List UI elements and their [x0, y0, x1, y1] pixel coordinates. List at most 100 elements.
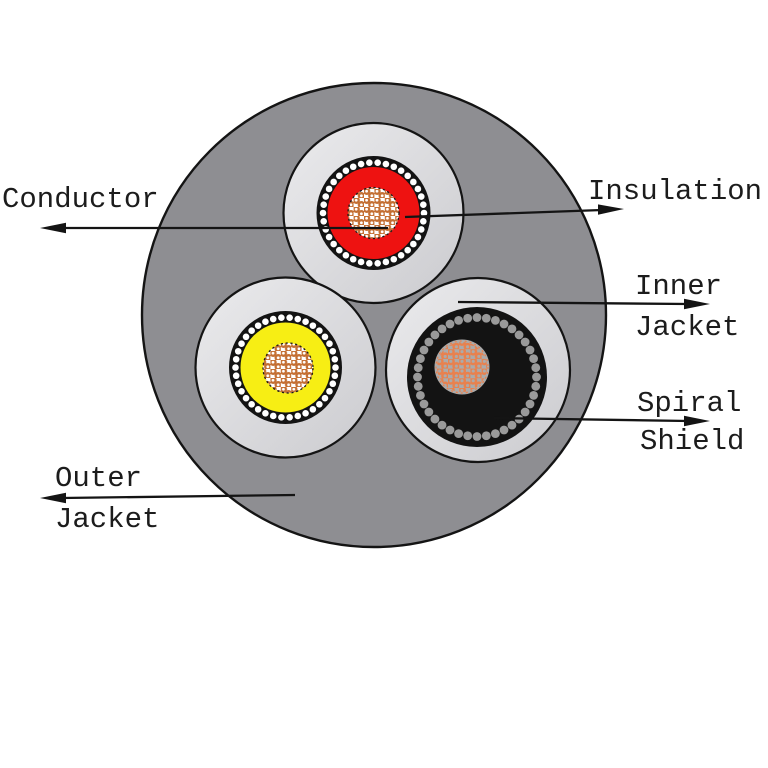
- shield-dot: [413, 372, 422, 382]
- shield-dot: [481, 313, 491, 323]
- core-red: [282, 121, 465, 305]
- arrowhead-conductor: [40, 222, 66, 234]
- shield-dot: [330, 240, 337, 248]
- core-black-conductor-strands: [437, 342, 487, 392]
- core-yellow-shield-dots: [232, 314, 339, 421]
- shield-dot: [382, 160, 390, 168]
- shield-dot: [532, 372, 541, 382]
- shield-dot: [404, 172, 412, 180]
- shield-dot: [404, 246, 412, 254]
- leader-line-inner-jacket: [457, 300, 689, 306]
- shield-dot: [374, 159, 381, 166]
- shield-dot: [472, 313, 482, 322]
- shield-dot: [410, 240, 417, 248]
- shield-dot: [238, 388, 245, 395]
- shield-dot: [525, 345, 535, 355]
- shield-dot: [319, 209, 327, 217]
- shield-dot: [329, 347, 337, 355]
- shield-dot: [238, 340, 245, 348]
- core-yellow: [194, 276, 377, 459]
- shield-dot: [325, 233, 333, 241]
- shield-dot: [357, 258, 365, 266]
- shield-dot: [419, 345, 429, 355]
- shield-dot: [413, 363, 423, 373]
- shield-dot: [514, 330, 524, 340]
- shield-dot: [416, 354, 425, 364]
- shield-dot: [309, 322, 317, 329]
- shield-dot: [499, 425, 509, 435]
- shield-dot: [349, 163, 357, 171]
- shield-dot: [390, 163, 398, 171]
- core-yellow-conductor-edge: [262, 342, 314, 394]
- shield-dot: [366, 159, 373, 166]
- shield-dot: [278, 314, 285, 321]
- shield-dot: [529, 390, 538, 400]
- shield-dot: [390, 255, 398, 263]
- shield-dot: [414, 185, 422, 193]
- shield-dot: [520, 337, 530, 347]
- shield-dot: [322, 193, 330, 200]
- shield-dot: [302, 409, 309, 417]
- shield-dot: [330, 178, 337, 186]
- shield-dot: [242, 394, 250, 402]
- shield-dot: [420, 218, 427, 225]
- shield-dot: [349, 255, 357, 263]
- shield-dot: [320, 201, 327, 208]
- core-red-conductor-edge: [347, 186, 400, 240]
- leader-line-outer-jacket: [61, 493, 296, 500]
- shield-dot: [419, 399, 429, 409]
- label-conductor: Conductor: [2, 183, 159, 216]
- shield-dot: [254, 322, 262, 329]
- shield-dot: [490, 316, 500, 325]
- shield-dot: [316, 400, 323, 408]
- shield-dot: [336, 172, 343, 180]
- shield-dot: [417, 193, 425, 200]
- arrowhead-inner-jacket: [684, 298, 710, 310]
- label-spiral-shield-line2: Shield: [640, 425, 744, 458]
- shield-dot: [520, 407, 530, 417]
- shield-dot: [294, 315, 302, 323]
- shield-dot: [326, 340, 333, 348]
- shield-dot: [424, 407, 434, 417]
- core-black: [384, 276, 572, 464]
- shield-dot: [382, 258, 390, 266]
- shield-dot: [269, 315, 277, 323]
- shield-dot: [472, 432, 482, 441]
- shield-dot: [490, 429, 500, 438]
- shield-dot: [499, 319, 509, 329]
- shield-dot: [531, 363, 541, 373]
- shield-dot: [430, 330, 440, 340]
- shield-dot: [420, 209, 428, 217]
- shield-dot: [316, 327, 323, 335]
- shield-dot: [416, 390, 425, 400]
- shield-dot: [437, 324, 447, 334]
- shield-dot: [397, 251, 405, 259]
- core-yellow-conductor-strands: [263, 343, 313, 393]
- shield-dot: [481, 431, 491, 441]
- shield-dot: [414, 233, 422, 241]
- shield-dot: [424, 337, 434, 347]
- shield-dot: [445, 425, 455, 435]
- shield-dot: [262, 409, 269, 417]
- shield-dot: [463, 431, 473, 441]
- shield-dot: [232, 372, 240, 380]
- core-black-shield-dots: [413, 313, 541, 441]
- shield-dot: [254, 406, 262, 413]
- shield-dot: [430, 414, 440, 424]
- shield-dot: [413, 381, 423, 391]
- shield-dot: [234, 380, 242, 388]
- shield-dot: [262, 318, 269, 326]
- shield-dot: [397, 167, 405, 175]
- shield-dot: [525, 399, 535, 409]
- shield-dot: [320, 218, 327, 225]
- shield-dot: [445, 319, 455, 329]
- shield-dot: [286, 314, 293, 321]
- shield-dot: [366, 260, 373, 267]
- shield-dot: [529, 354, 538, 364]
- shield-dot: [232, 355, 240, 363]
- shield-dot: [531, 381, 541, 391]
- shield-dot: [269, 412, 277, 420]
- label-inner-jacket-line1: Inner: [635, 270, 722, 303]
